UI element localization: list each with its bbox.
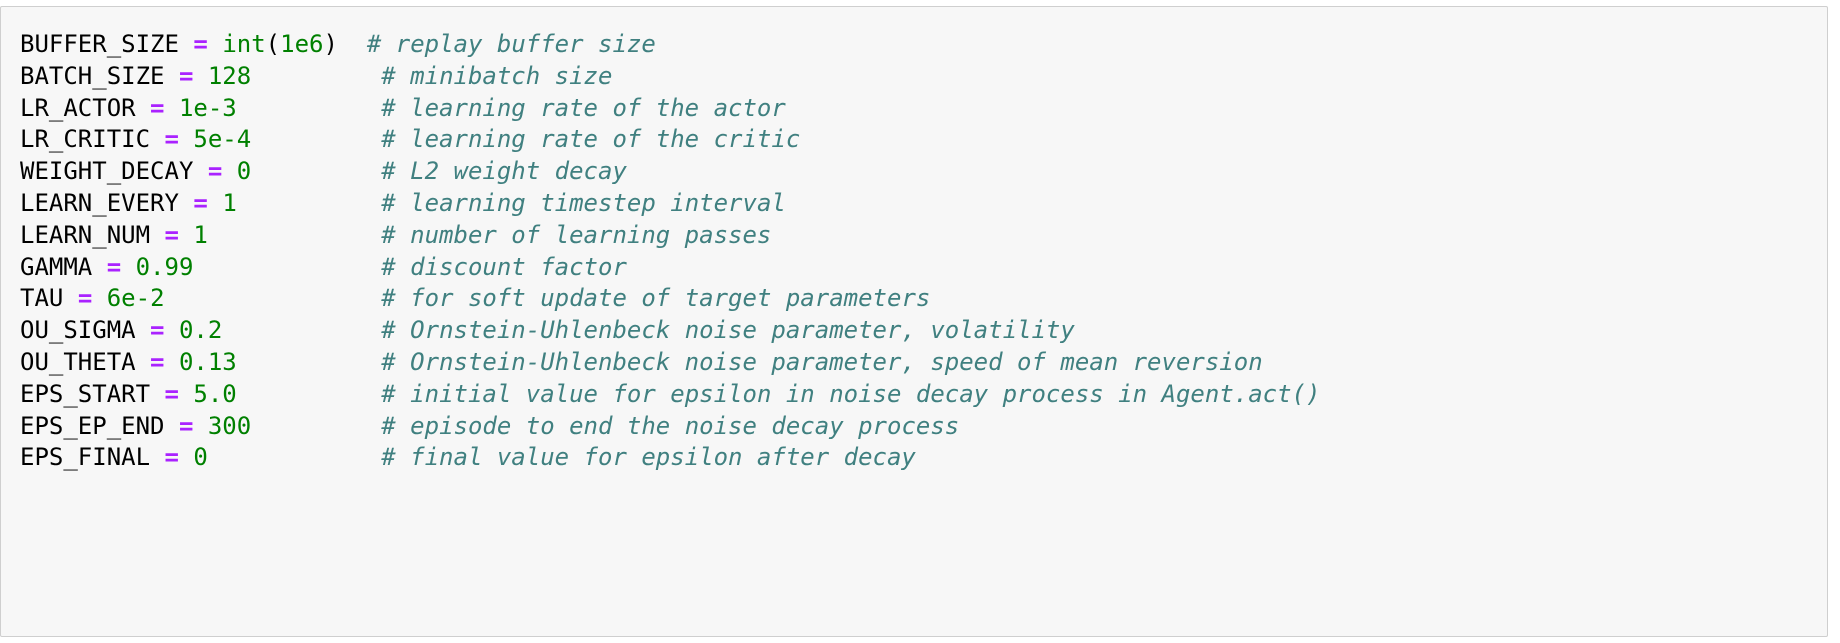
code-comment: # learning timestep interval — [381, 188, 786, 217]
code-line: WEIGHT_DECAY = 0 # L2 weight decay — [20, 156, 1320, 188]
numeric-value: 1 — [222, 188, 237, 217]
padding — [208, 221, 381, 249]
padding — [237, 380, 382, 408]
numeric-value: 300 — [207, 411, 252, 440]
code-comment: # replay buffer size — [366, 30, 656, 58]
code-line: EPS_START = 5.0 # initial value for epsi… — [20, 379, 1320, 411]
code-comment: # for soft update of target parameters — [381, 284, 931, 313]
code-comment: # final value for epsilon after decay — [381, 443, 916, 472]
variable-name: BATCH_SIZE — [20, 61, 165, 90]
assignment-operator: = — [207, 157, 223, 186]
assignment-operator: = — [193, 188, 208, 217]
code-comment: # initial value for epsilon in noise dec… — [381, 379, 1321, 408]
padding — [251, 62, 381, 90]
assignment-operator: = — [77, 284, 93, 313]
assignment-operator: = — [106, 252, 122, 281]
assignment-operator: = — [150, 93, 165, 122]
numeric-value: 6e-2 — [106, 284, 165, 313]
padding — [251, 157, 381, 185]
code-comment: # learning rate of the critic — [381, 125, 801, 154]
assignment-operator: = — [164, 379, 179, 408]
open-paren: ( — [265, 30, 281, 58]
assignment-operator: = — [178, 61, 194, 90]
numeric-value: 1 — [193, 220, 208, 249]
code-cell[interactable]: BUFFER_SIZE = int(1e6) # replay buffer s… — [0, 6, 1828, 637]
code-line: LR_CRITIC = 5e-4 # learning rate of the … — [20, 124, 1320, 156]
code-line: LEARN_NUM = 1 # number of learning passe… — [20, 220, 1320, 252]
variable-name: LEARN_EVERY — [20, 188, 179, 217]
code-line: LEARN_EVERY = 1 # learning timestep inte… — [20, 188, 1320, 220]
code-line: EPS_FINAL = 0 # final value for epsilon … — [20, 442, 1320, 474]
code-line: OU_SIGMA = 0.2 # Ornstein-Uhlenbeck nois… — [20, 315, 1320, 347]
variable-name: GAMMA — [20, 252, 93, 281]
code-comment: # Ornstein-Uhlenbeck noise parameter, sp… — [381, 347, 1263, 376]
variable-name: LR_CRITIC — [20, 125, 151, 154]
code-comment: # L2 weight decay — [381, 157, 627, 186]
assignment-operator: = — [164, 443, 179, 472]
variable-name: TAU — [20, 284, 64, 313]
code-comment: # discount factor — [381, 252, 627, 281]
code-line: TAU = 6e-2 # for soft update of target p… — [20, 283, 1320, 315]
numeric-value: 0 — [193, 443, 208, 472]
code-line: LR_ACTOR = 1e-3 # learning rate of the a… — [20, 93, 1320, 125]
code-comment: # minibatch size — [381, 61, 613, 90]
code-comment: # Ornstein-Uhlenbeck noise parameter, vo… — [381, 316, 1075, 345]
numeric-value: 0.2 — [178, 316, 223, 345]
variable-name: OU_THETA — [20, 347, 136, 376]
close-paren: ) — [323, 30, 338, 58]
assignment-operator: = — [150, 347, 165, 376]
code-comment: # number of learning passes — [381, 220, 772, 249]
numeric-value: 5e-4 — [193, 125, 252, 154]
variable-name: OU_SIGMA — [20, 316, 136, 345]
variable-name: LEARN_NUM — [20, 220, 151, 249]
padding — [237, 348, 382, 376]
padding — [193, 253, 381, 281]
padding — [251, 412, 381, 440]
variable-name: LR_ACTOR — [20, 93, 136, 122]
assignment-operator: = — [150, 316, 165, 345]
code-comment: # learning rate of the actor — [381, 93, 786, 122]
padding — [222, 316, 381, 344]
numeric-value: 0.99 — [135, 252, 194, 281]
assignment-operator: = — [193, 30, 208, 58]
numeric-value: 128 — [207, 61, 252, 90]
code-block[interactable]: BUFFER_SIZE = int(1e6) # replay buffer s… — [20, 29, 1320, 474]
variable-name: EPS_START — [20, 379, 151, 408]
padding — [251, 125, 381, 153]
numeric-value: 1e6 — [280, 30, 324, 58]
assignment-operator: = — [164, 220, 179, 249]
variable-name: BUFFER_SIZE — [20, 30, 179, 58]
numeric-value: 0.13 — [178, 347, 237, 376]
numeric-value: 1e-3 — [178, 93, 237, 122]
code-comment: # episode to end the noise decay process — [381, 411, 960, 440]
padding — [208, 443, 381, 471]
padding — [237, 189, 382, 217]
code-line: EPS_EP_END = 300 # episode to end the no… — [20, 411, 1320, 443]
numeric-value: 0 — [236, 157, 252, 186]
assignment-operator: = — [164, 125, 179, 154]
variable-name: EPS_FINAL — [20, 443, 151, 472]
code-line: BUFFER_SIZE = int(1e6) # replay buffer s… — [20, 29, 1320, 61]
padding — [338, 30, 367, 58]
assignment-operator: = — [178, 411, 194, 440]
code-line: BATCH_SIZE = 128 # minibatch size — [20, 61, 1320, 93]
variable-name: EPS_EP_END — [20, 411, 165, 440]
padding — [165, 284, 382, 312]
variable-name: WEIGHT_DECAY — [20, 157, 194, 186]
builtin-function: int — [222, 30, 266, 58]
code-line: GAMMA = 0.99 # discount factor — [20, 252, 1320, 284]
numeric-value: 5.0 — [193, 379, 237, 408]
code-line: OU_THETA = 0.13 # Ornstein-Uhlenbeck noi… — [20, 347, 1320, 379]
padding — [237, 94, 382, 122]
